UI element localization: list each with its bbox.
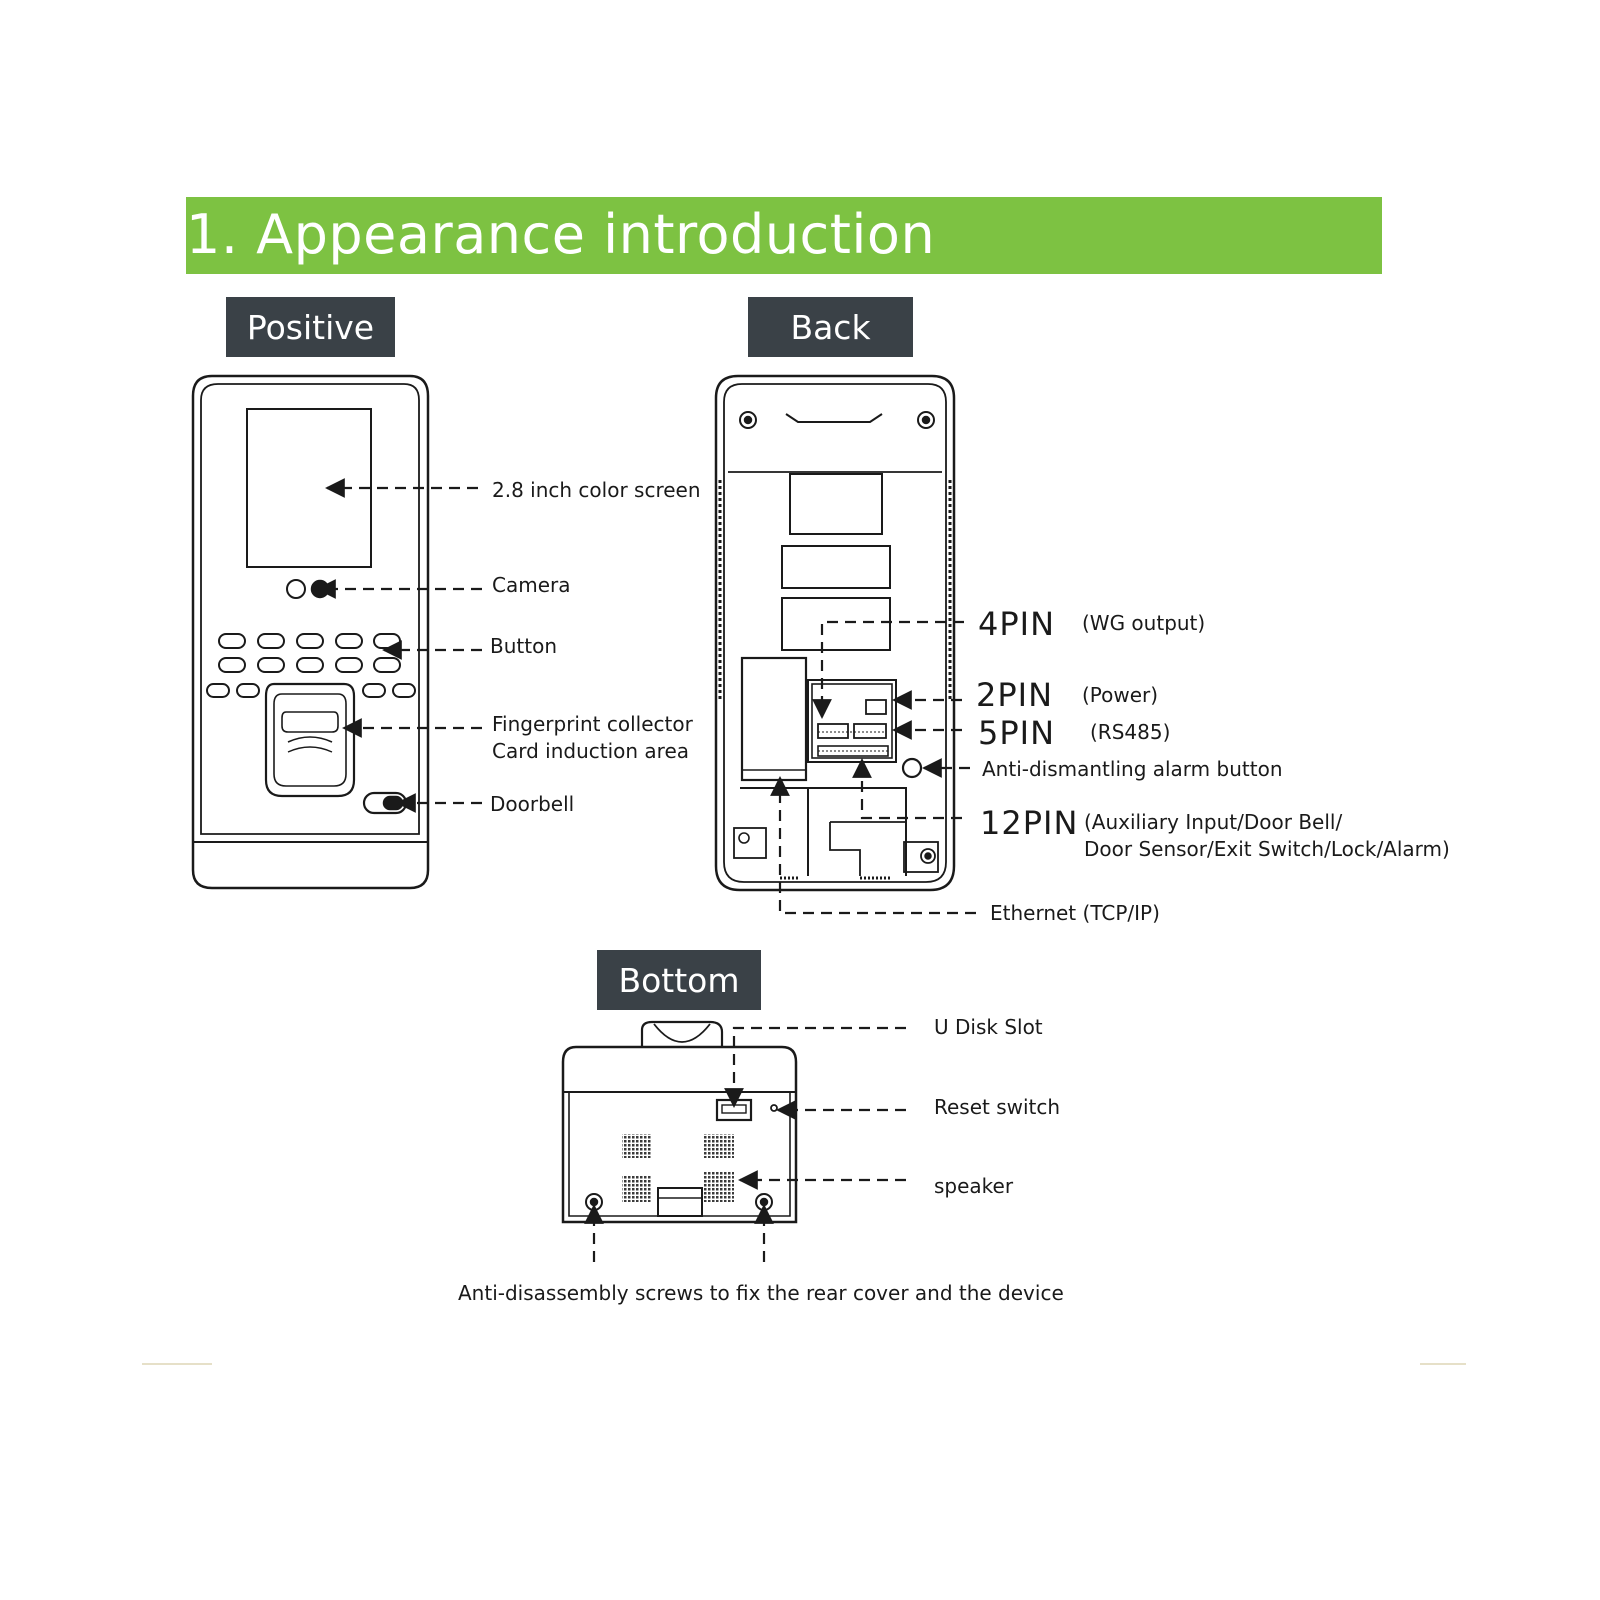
- 2pin-connector: [865, 699, 887, 715]
- label-5pin-desc: (RS485): [1090, 720, 1171, 744]
- label-2pin: 2PIN: [976, 676, 1054, 714]
- section-tag-positive: Positive: [226, 297, 395, 357]
- tamper-button: [901, 757, 923, 779]
- fingerprint-sensor: [264, 682, 356, 798]
- label-ethernet: Ethernet (TCP/IP): [990, 901, 1160, 925]
- front-leader-lines: [316, 478, 482, 813]
- front-device-drawing: [191, 374, 430, 890]
- label-12pin-desc-1: (Auxiliary Input/Door Bell/: [1084, 810, 1343, 834]
- label-alarm-button: Anti-dismantling alarm button: [982, 757, 1283, 781]
- reset-hole: [770, 1104, 778, 1112]
- label-5pin: 5PIN: [978, 714, 1056, 752]
- speaker-grille: [622, 1134, 734, 1202]
- label-12pin: 12PIN: [980, 804, 1079, 842]
- label-2pin-desc: (Power): [1082, 683, 1159, 707]
- camera-lens: [286, 579, 306, 599]
- ethernet-port: [740, 656, 808, 782]
- bottom-device-drawing: [561, 1020, 798, 1224]
- label-camera: Camera: [492, 573, 571, 597]
- back-leader-lines: [770, 620, 976, 915]
- bottom-leader-lines: [584, 1026, 906, 1262]
- label-reset-switch: Reset switch: [934, 1095, 1061, 1119]
- label-12pin-desc-2: Door Sensor/Exit Switch/Lock/Alarm): [1084, 837, 1450, 861]
- label-color-screen: 2.8 inch color screen: [492, 478, 701, 502]
- page-title: 1. Appearance introduction: [186, 203, 936, 266]
- back-device-drawing: [714, 374, 956, 892]
- 12pin-connector: [817, 745, 889, 757]
- label-fingerprint: Fingerprint collector: [492, 712, 693, 736]
- 4pin-connector: [817, 723, 849, 739]
- label-4pin-desc: (WG output): [1082, 611, 1206, 635]
- title-banner: 1. Appearance introduction: [186, 197, 1382, 274]
- label-screws: Anti-disassembly screws to fix the rear …: [458, 1281, 1064, 1305]
- front-screen: [246, 408, 372, 568]
- label-udisk-slot: U Disk Slot: [934, 1015, 1043, 1039]
- label-button: Button: [490, 634, 557, 658]
- label-speaker: speaker: [934, 1174, 1014, 1198]
- label-card-area: Card induction area: [492, 739, 690, 763]
- section-tag-bottom: Bottom: [597, 950, 761, 1010]
- 5pin-connector: [853, 723, 887, 739]
- label-doorbell: Doorbell: [490, 792, 575, 816]
- section-tag-back: Back: [748, 297, 913, 357]
- keypad: [206, 633, 416, 698]
- label-4pin: 4PIN: [978, 605, 1056, 643]
